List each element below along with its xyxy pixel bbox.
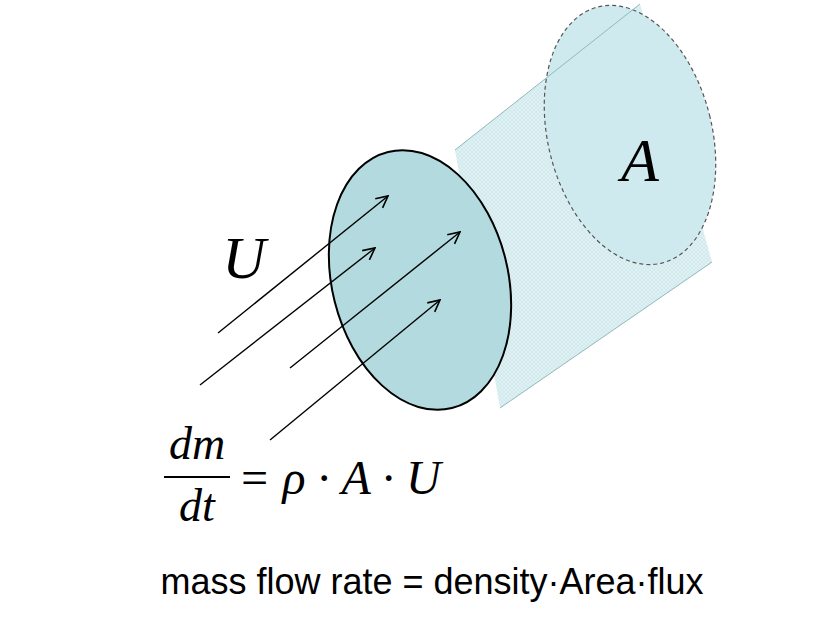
cylinder-edge [455,4,640,150]
equation-denominator: dt [179,483,215,529]
back-face [519,0,742,283]
flux-arrow [290,232,460,368]
equation-numerator: dm [169,421,225,467]
caption-text: mass flow rate = density·Area·flux [160,564,703,600]
cylinder-edge [500,262,712,408]
velocity-symbol: U [222,228,265,288]
flux-arrow [270,300,440,440]
fraction-bar [164,476,230,478]
equation-right-side: = ρ · A · U [238,454,441,502]
flux-arrow [218,196,388,333]
area-symbol: A [621,129,659,191]
